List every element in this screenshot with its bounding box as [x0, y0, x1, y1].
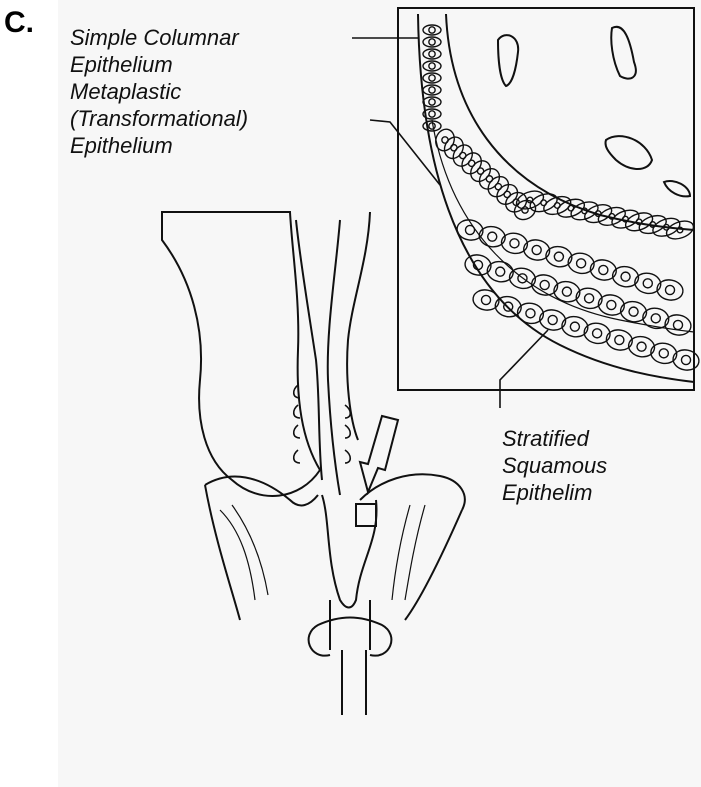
vaginal-wall-right — [405, 510, 462, 620]
cell-nucleus — [585, 294, 594, 303]
cell-nucleus — [429, 87, 435, 93]
cell-nucleus — [532, 245, 541, 254]
sample-box-marker — [356, 504, 376, 526]
cell-group — [423, 25, 701, 372]
cell-nucleus — [599, 265, 608, 274]
cell-nucleus — [429, 63, 435, 69]
cell-nucleus — [522, 207, 528, 213]
cell-nucleus — [659, 349, 668, 358]
cell-nucleus — [570, 322, 579, 331]
cell-nucleus — [615, 335, 624, 344]
vaginal-fornix-left — [205, 477, 318, 506]
speculum-ring — [309, 618, 392, 656]
cell-nucleus — [429, 123, 435, 129]
cell-nucleus — [481, 295, 490, 304]
cervical-canal-left — [296, 220, 322, 480]
cell-nucleus — [554, 252, 563, 261]
cell-nucleus — [526, 309, 535, 318]
uterus-right-wall — [347, 212, 370, 440]
cell-nucleus — [643, 279, 652, 288]
cell-nucleus — [510, 239, 519, 248]
cell-nucleus — [593, 329, 602, 338]
epithelial-cell — [511, 197, 539, 224]
cell-nucleus — [429, 51, 435, 57]
magnified-inset — [352, 8, 701, 408]
cell-nucleus — [548, 315, 557, 324]
gland-folds-right — [345, 405, 350, 463]
epithelial-cell — [450, 142, 476, 170]
muscle-texture — [220, 505, 425, 600]
cervical-canal-right — [328, 220, 340, 495]
cell-nucleus — [429, 39, 435, 45]
cell-nucleus — [540, 280, 549, 289]
cell-nucleus — [637, 342, 646, 351]
lumen-cell — [664, 181, 690, 196]
epithelial-cell — [541, 193, 573, 218]
vaginal-wall-left — [205, 485, 240, 620]
cell-nucleus — [673, 320, 682, 329]
pointer-line — [500, 330, 548, 408]
lumen-cell — [611, 27, 636, 79]
cell-nucleus — [429, 75, 435, 81]
cell-nucleus — [429, 111, 435, 117]
epithelium-inner-curve — [446, 14, 694, 230]
uterus-left-wall — [162, 212, 320, 496]
lumen-cell — [605, 136, 652, 169]
speculum-handle — [342, 650, 366, 715]
cell-nucleus — [577, 259, 586, 268]
pointer-line — [370, 120, 440, 185]
cell-nucleus — [607, 300, 616, 309]
cell-nucleus — [681, 355, 690, 364]
cell-nucleus — [651, 314, 660, 323]
cell-nucleus — [429, 27, 435, 33]
cervix-anatomy-drawing — [162, 212, 465, 715]
cervix-os — [322, 495, 377, 608]
cell-nucleus — [465, 225, 474, 234]
epithelial-cell — [596, 204, 628, 229]
cell-nucleus — [496, 267, 505, 276]
cell-nucleus — [429, 99, 435, 105]
cell-nucleus — [488, 232, 497, 241]
epithelial-cell — [458, 149, 485, 177]
cell-nucleus — [629, 307, 638, 316]
lumen-cell — [498, 35, 518, 86]
cell-nucleus — [562, 287, 571, 296]
cell-nucleus — [621, 272, 630, 281]
epithelial-cell — [467, 157, 495, 185]
cell-nucleus — [665, 285, 674, 294]
